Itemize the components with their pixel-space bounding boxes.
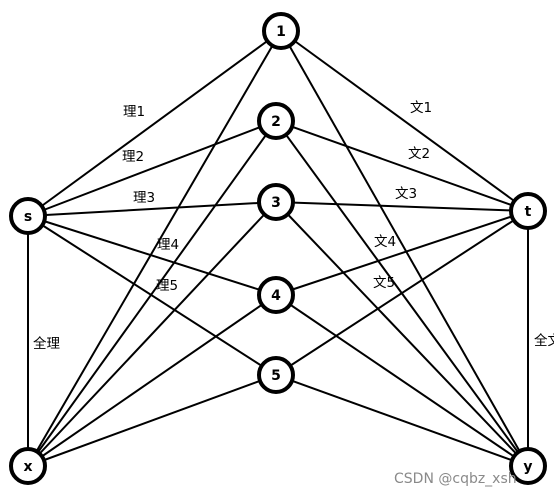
edge-4-x	[27, 294, 277, 467]
edge-label-li5: 理5	[156, 278, 178, 294]
edge-label-wen2: 文2	[408, 146, 430, 162]
node-1: 1	[262, 12, 300, 50]
edge-s-1	[27, 30, 282, 217]
edge-label-wen1: 文1	[410, 100, 432, 116]
node-4: 4	[257, 276, 295, 314]
watermark: CSDN @cqbz_xsh	[394, 471, 517, 487]
edge-2-y	[275, 120, 529, 467]
node-3: 3	[257, 183, 295, 221]
edge-s-2	[27, 120, 277, 217]
node-4-label: 4	[271, 288, 281, 304]
node-5: 5	[257, 356, 295, 394]
node-x-label: x	[23, 459, 32, 475]
edge-label-li4: 理4	[157, 237, 179, 253]
edge-1-x	[27, 30, 282, 467]
edge-label-wen4: 文4	[374, 234, 396, 250]
edge-s-5	[27, 215, 277, 376]
edge-2-x	[27, 120, 277, 467]
edge-label-quanwen: 全文	[534, 332, 554, 349]
edge-3-t	[275, 201, 529, 212]
node-s: s	[9, 197, 47, 235]
edge-1-y	[280, 30, 529, 467]
node-x: x	[9, 447, 47, 485]
node-t-label: t	[525, 204, 532, 220]
edge-1-t	[280, 30, 529, 212]
node-t: t	[509, 192, 547, 230]
node-2: 2	[257, 102, 295, 140]
edge-label-li1: 理1	[123, 104, 145, 120]
edge-3-y	[275, 201, 529, 467]
node-y: y	[509, 447, 547, 485]
edge-5-y	[275, 374, 529, 467]
node-s-label: s	[24, 209, 32, 225]
edge-4-t	[275, 210, 529, 296]
edge-3-x	[27, 201, 277, 467]
edge-s-3	[27, 201, 277, 217]
edge-label-li3: 理3	[133, 190, 155, 206]
node-1-label: 1	[276, 24, 286, 40]
edge-label-wen5: 文5	[373, 275, 395, 291]
node-y-label: y	[523, 459, 532, 475]
edge-labels: 理1 理2 理3 理4 理5 文1 文2 文3 文4 文5 全理 全文	[33, 100, 554, 352]
nodes: 1 2 3 4 5 s t x	[9, 12, 547, 485]
edges	[27, 30, 529, 467]
node-2-label: 2	[271, 114, 281, 130]
node-5-label: 5	[271, 368, 281, 384]
edge-label-li2: 理2	[122, 149, 144, 165]
edge-4-y	[275, 294, 529, 467]
edge-5-x	[27, 374, 277, 467]
edge-s-4	[27, 215, 277, 296]
edge-2-t	[275, 120, 529, 212]
edge-label-wen3: 文3	[395, 186, 417, 202]
node-3-label: 3	[271, 195, 281, 211]
edge-label-quanli: 全理	[33, 335, 60, 352]
